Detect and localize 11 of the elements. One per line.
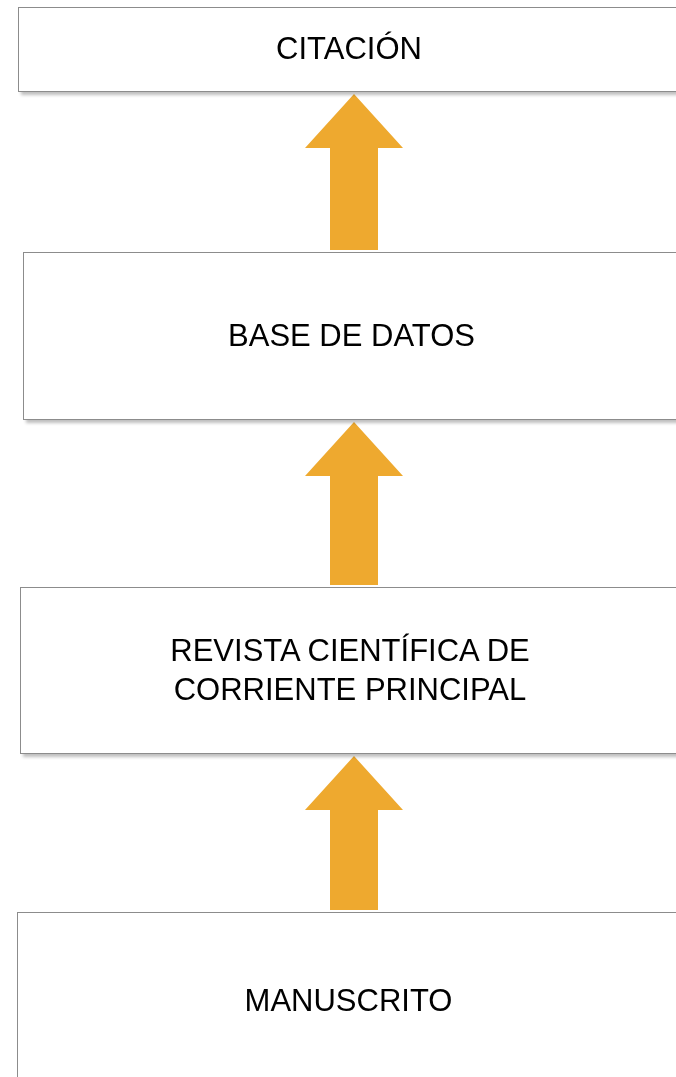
block-arrow	[305, 422, 403, 585]
process-box	[23, 252, 676, 420]
block-arrow	[305, 756, 403, 910]
box-label: REVISTA CIENTÍFICA DE CORRIENTE PRINCIPAL	[169, 631, 531, 709]
box-label: MANUSCRITO	[244, 981, 453, 1020]
box-label: CITACIÓN	[276, 30, 422, 69]
box-label: BASE DE DATOS	[228, 316, 475, 355]
block-arrow	[305, 94, 403, 250]
process-box	[20, 587, 676, 754]
process-box	[17, 912, 676, 1077]
process-box	[18, 7, 676, 92]
